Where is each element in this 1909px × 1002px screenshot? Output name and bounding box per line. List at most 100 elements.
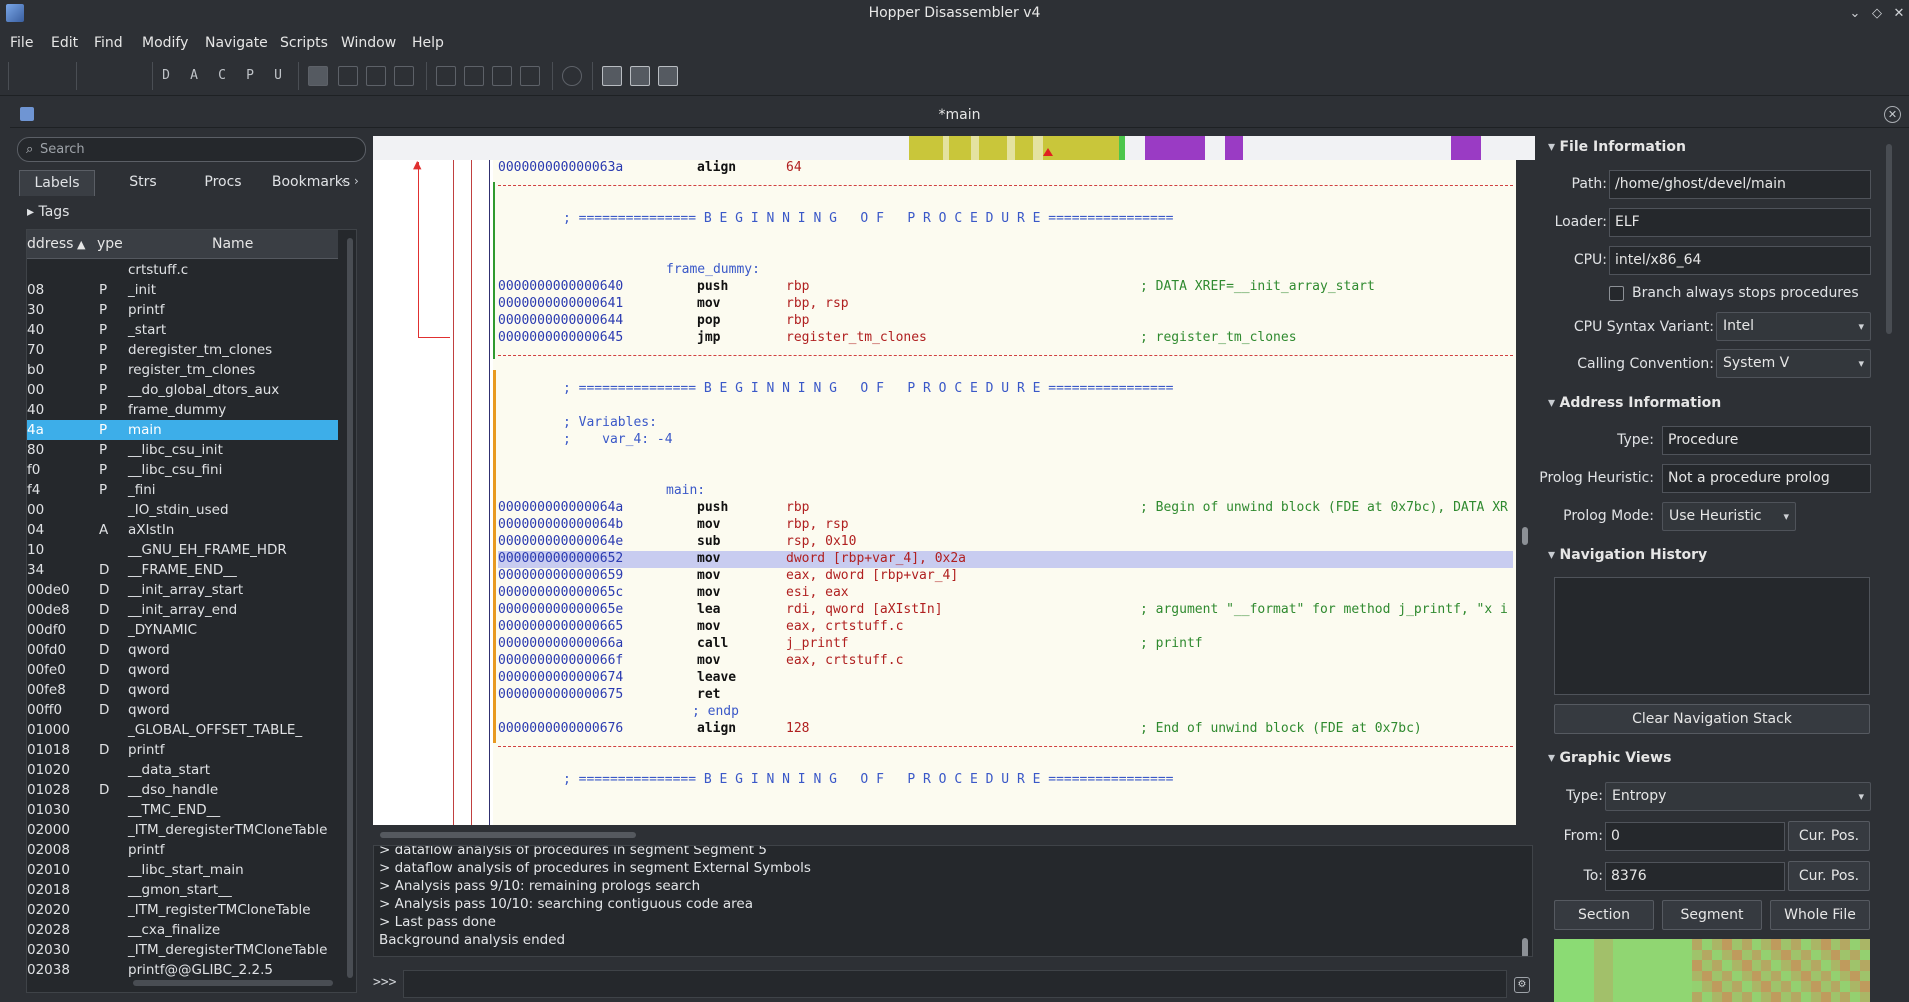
toolbar-pseudocode-icon[interactable]	[366, 66, 386, 86]
toolbar-layout-icon[interactable]	[436, 66, 456, 86]
toolbar-hex-icon[interactable]	[394, 66, 414, 86]
table-row[interactable]: 02010__libc_start_main	[27, 860, 338, 880]
table-row[interactable]: 02000_ITM_deregisterTMCloneTable	[27, 820, 338, 840]
inspector-scrollbar[interactable]	[1886, 144, 1892, 334]
menu-find[interactable]: Find	[94, 35, 123, 51]
table-row[interactable]: 02028__cxa_finalize	[27, 920, 338, 940]
navigation-history-list[interactable]	[1554, 577, 1870, 695]
command-field[interactable]	[404, 971, 1506, 997]
menu-window[interactable]: Window	[341, 35, 397, 51]
toolbar-layout-icon[interactable]	[464, 66, 484, 86]
code-horizontal-scrollbar[interactable]	[380, 832, 636, 838]
tab-strs[interactable]: Strs	[129, 174, 157, 190]
tab-bookmarks[interactable]: Bookmarks	[271, 174, 351, 190]
toolbar-data-button[interactable]: D	[162, 68, 170, 83]
whole-file-button[interactable]: Whole File	[1770, 900, 1870, 930]
column-name[interactable]: Name	[212, 236, 254, 252]
table-row[interactable]: 01030__TMC_END__	[27, 800, 338, 820]
from-field[interactable]: 0	[1605, 822, 1785, 851]
toolbar-mode-icon[interactable]	[308, 66, 328, 86]
navigation-history-header[interactable]: Navigation History	[1548, 547, 1707, 563]
toolbar-cfg-icon[interactable]	[338, 66, 358, 86]
prolog-mode-select[interactable]: Use Heuristic▾	[1662, 502, 1796, 531]
graphic-type-select[interactable]: Entropy▾	[1605, 782, 1871, 811]
toolbar-ascii-button[interactable]: A	[190, 68, 198, 83]
menu-navigate[interactable]: Navigate	[205, 35, 268, 51]
command-input[interactable]	[403, 970, 1507, 998]
to-cur-pos-button[interactable]: Cur. Pos.	[1788, 861, 1870, 891]
path-field[interactable]: /home/ghost/devel/main	[1609, 170, 1871, 199]
clear-navigation-button[interactable]: Clear Navigation Stack	[1554, 704, 1870, 734]
loader-field[interactable]: ELF	[1609, 208, 1871, 237]
table-row[interactable]: crtstuff.c	[27, 260, 338, 280]
close-document-icon[interactable]: ✕	[1884, 106, 1901, 123]
toolbar-layout-icon[interactable]	[492, 66, 512, 86]
prolog-heuristic-field[interactable]: Not a procedure prolog	[1662, 464, 1871, 493]
branch-stops-checkbox[interactable]	[1609, 286, 1624, 301]
maximize-icon[interactable]: ◇	[1872, 6, 1882, 21]
chevron-left-icon[interactable]: ‹	[341, 174, 346, 188]
graphic-views-header[interactable]: Graphic Views	[1548, 750, 1671, 766]
table-row[interactable]: 10__GNU_EH_FRAME_HDR	[27, 540, 338, 560]
type-field[interactable]: Procedure	[1662, 426, 1871, 455]
column-type[interactable]: ype	[97, 236, 123, 252]
toolbar-code-button[interactable]: C	[218, 68, 226, 83]
section-button[interactable]: Section	[1554, 900, 1654, 930]
vertical-scrollbar[interactable]	[347, 238, 353, 978]
file-information-header[interactable]: File Information	[1548, 139, 1685, 155]
table-row[interactable]: 00_IO_stdin_used	[27, 500, 338, 520]
toolbar-left-pane-icon[interactable]	[602, 66, 622, 86]
entropy-graph[interactable]	[1554, 939, 1870, 1002]
close-icon[interactable]: ✕	[1893, 6, 1905, 21]
cpu-field[interactable]: intel/x86_64	[1609, 246, 1871, 275]
tab-labels[interactable]: Labels	[19, 170, 95, 196]
toolbar-layout-icon[interactable]	[520, 66, 540, 86]
console-scrollbar[interactable]	[1522, 938, 1528, 956]
toolbar-bottom-pane-icon[interactable]	[630, 66, 650, 86]
column-address[interactable]: ddress	[27, 236, 74, 252]
segment-button[interactable]: Segment	[1662, 900, 1762, 930]
menu-help[interactable]: Help	[412, 35, 444, 51]
search-field[interactable]: ⌕	[17, 137, 366, 162]
chevron-right-icon[interactable]: ›	[354, 174, 359, 188]
menu-file[interactable]: File	[10, 35, 34, 51]
tab-procs[interactable]: Procs	[204, 174, 242, 190]
syntax-select[interactable]: Intel▾	[1716, 312, 1871, 341]
menu-edit[interactable]: Edit	[51, 35, 79, 51]
table-row[interactable]: 01020__data_start	[27, 760, 338, 780]
from-cur-pos-button[interactable]: Cur. Pos.	[1788, 821, 1870, 851]
table-row[interactable]: 02020_ITM_registerTMCloneTable	[27, 900, 338, 920]
console-output[interactable]: > dataflow analysis of procedures in seg…	[373, 845, 1533, 957]
settings-icon[interactable]: ⚙	[1514, 977, 1530, 993]
horizontal-scrollbar[interactable]	[133, 980, 333, 986]
table-row[interactable]: 02018__gmon_start__	[27, 880, 338, 900]
to-field[interactable]: 8376	[1605, 862, 1785, 891]
toolbar-debugger-icon[interactable]	[562, 66, 582, 86]
segment-minimap[interactable]	[373, 136, 1535, 160]
toolbar-right-pane-icon[interactable]	[658, 66, 678, 86]
